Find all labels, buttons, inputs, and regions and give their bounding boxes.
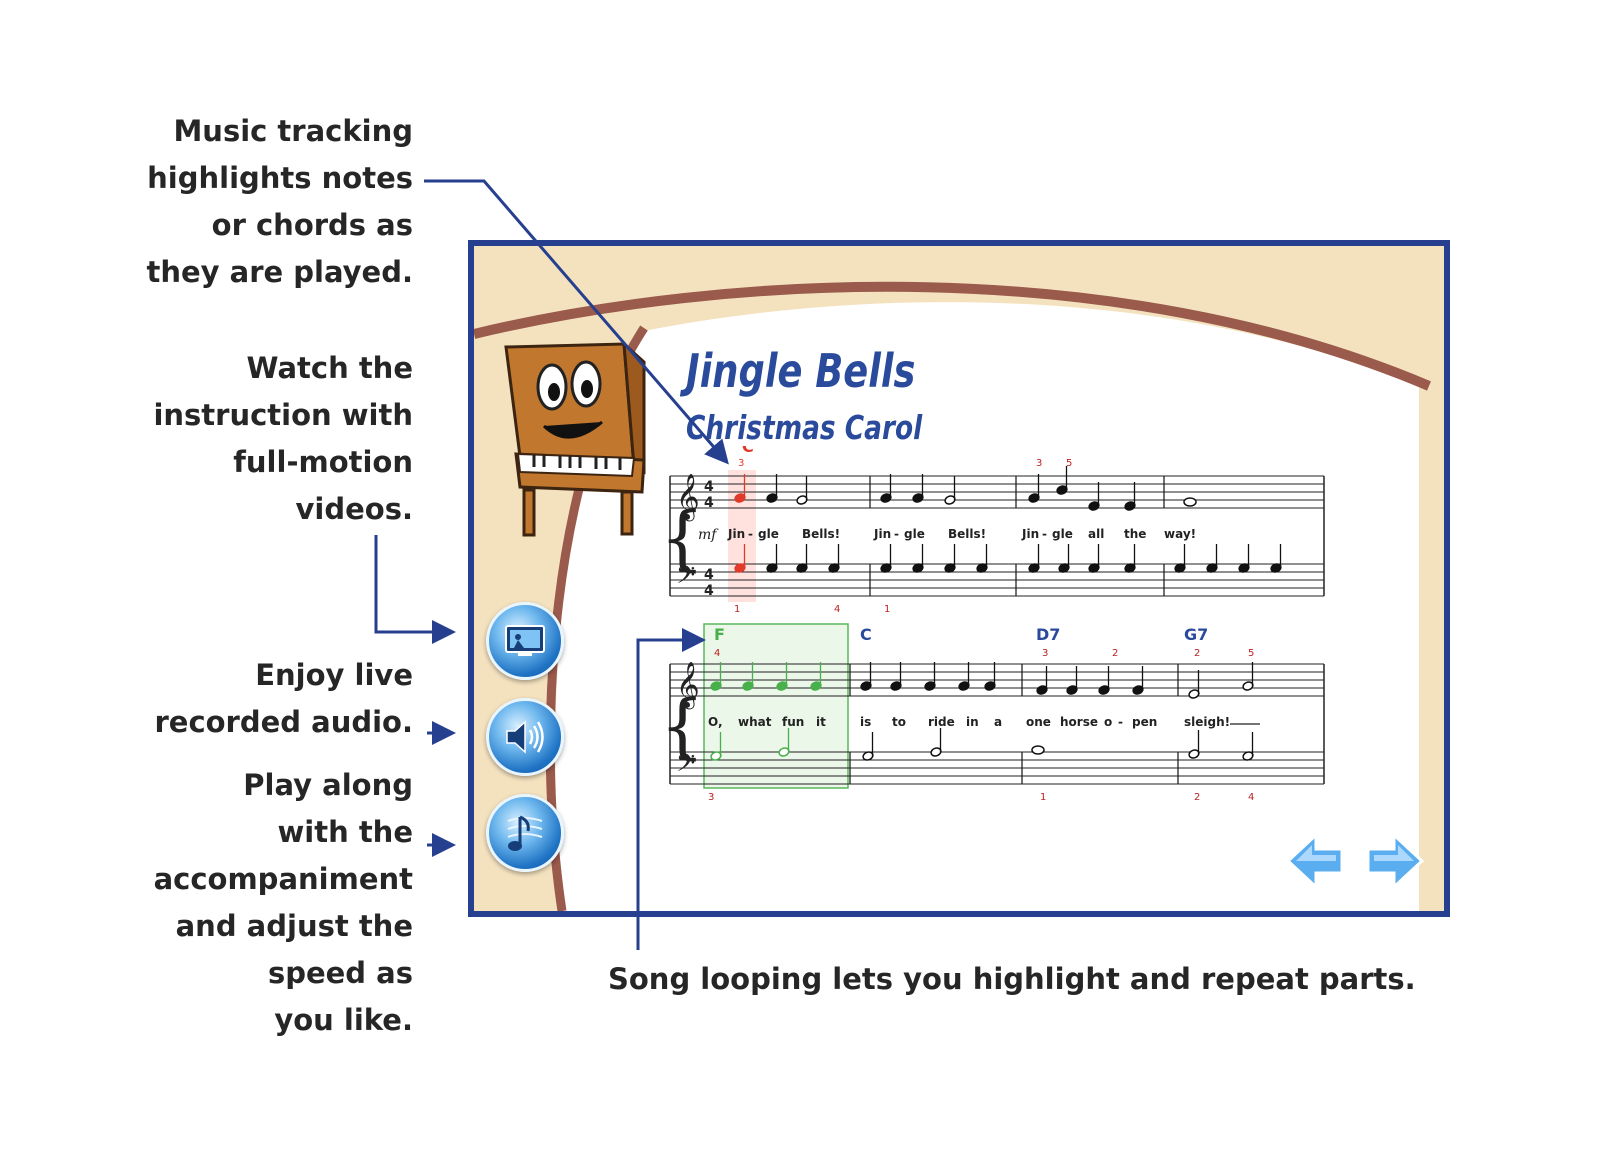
arrow-right-icon [1366,831,1425,891]
lyric: sleigh! [1184,715,1230,729]
song-title: Jingle Bells [686,344,916,398]
forward-button[interactable] [1364,831,1426,891]
lyric: horse [1060,715,1098,729]
chord-symbol: D7 [1036,625,1060,644]
lyric: O, [708,715,723,729]
piano-mascot [504,342,646,537]
fingering: 3 [1042,648,1048,659]
fingering: 1 [734,604,740,615]
fingering: 2 [1112,648,1118,659]
fingering: 5 [1248,648,1254,659]
callout-song-looping: Song looping lets you highlight and repe… [608,962,1416,996]
lyric: the [1124,527,1146,541]
lyric: way! [1164,527,1196,541]
time-signature: 4 [704,495,714,511]
chord-symbol: F [714,625,725,644]
bass-clef: 𝄢 [676,749,695,784]
lyric: - [894,527,899,541]
lyric: Jin [1021,527,1039,541]
treble-clef: 𝄞 [676,662,700,710]
play-along-button[interactable] [486,794,564,872]
lyric: in [966,715,979,729]
fingering: 1 [1040,792,1046,803]
callout-video-instruction: Watch the instruction with full-motion v… [153,351,413,526]
treble-clef: 𝄞 [676,474,700,522]
bass-clef: 𝄢 [676,561,695,596]
fingering: 3 [1036,458,1042,469]
fingering: 1 [884,604,890,615]
time-signature: 4 [704,583,714,599]
dynamic-marking: mf [698,527,719,543]
lyric: a [994,715,1002,729]
lyric: ride [928,715,955,729]
brace: { [664,497,705,579]
lyric: Jin [727,527,745,541]
time-signature: 4 [704,567,714,583]
lyric: fun [782,715,804,729]
loop-highlight [703,623,849,789]
callout-music-tracking: Music tracking highlights notes or chord… [146,114,413,289]
lyric: all [1088,527,1104,541]
chord-symbol: C [860,625,872,644]
fingering: 3 [708,792,714,803]
lyric: o [1104,715,1112,729]
back-button[interactable] [1284,831,1346,891]
lyric: - [1042,527,1047,541]
lyric: - [748,527,753,541]
lyric: gle [1052,527,1073,541]
fingering: 2 [1194,792,1200,803]
fingering: 3 [738,458,744,469]
fingering: 2 [1194,648,1200,659]
lyric: Bells! [948,527,986,541]
lyric: is [860,715,871,729]
lyric: to [892,715,906,729]
callout-recorded-audio: Enjoy live recorded audio. [154,658,413,739]
video-screen-icon [505,625,545,656]
lyric: gle [904,527,925,541]
lyric: Jin [873,527,891,541]
fingering: 4 [1248,792,1254,803]
lyric: pen [1132,715,1157,729]
lyric: gle [758,527,779,541]
lyric: one [1026,715,1051,729]
music-note-icon [507,815,543,851]
callout-play-along: Play along with the accompaniment and ad… [153,768,413,1037]
connector-video [374,535,456,644]
time-signature: 4 [704,479,714,495]
fingering: 4 [714,648,720,659]
video-button[interactable] [486,602,564,680]
chord-symbol: G7 [1184,625,1208,644]
speaker-icon [506,720,544,754]
fingering: 5 [1066,458,1072,469]
lyric: what [738,715,772,729]
lyric: Bells! [802,527,840,541]
audio-button[interactable] [486,698,564,776]
lyric: it [816,715,826,729]
chord-symbol: C [742,446,754,456]
note-head [1031,745,1045,755]
lyric: - [1118,715,1123,729]
fingering: 4 [834,604,840,615]
arrow-left-icon [1285,831,1344,891]
song-subtitle: Christmas Carol [686,408,923,447]
note-head [1183,497,1197,507]
